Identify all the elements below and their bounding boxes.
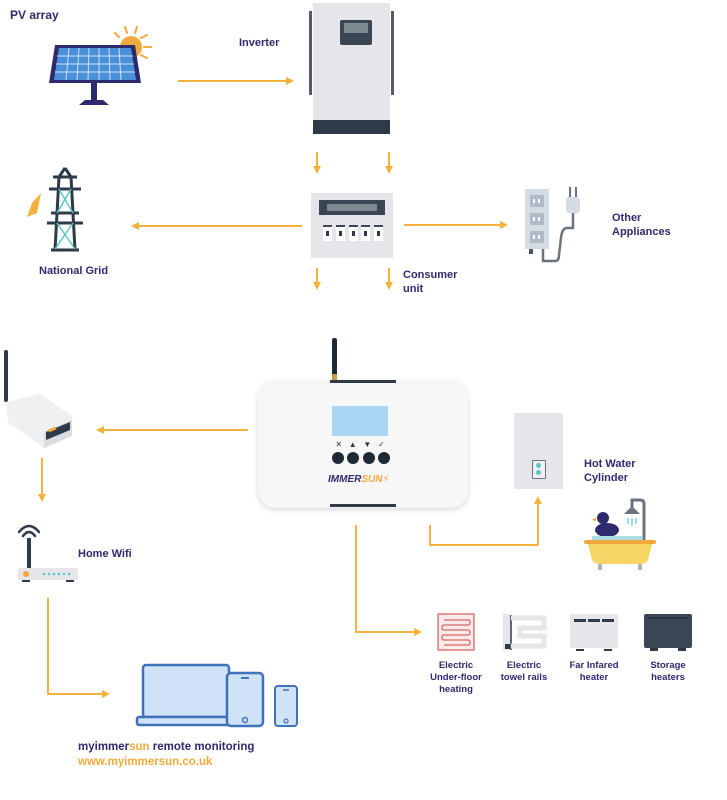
heater-label-line: heating [439,684,473,695]
heater-label-infrared: Far Infared heater [562,660,626,684]
water-cylinder-icon [514,413,563,489]
power-strip-icon [525,187,580,263]
heater-label-storage: Storage heaters [636,660,700,684]
hot-water-label: Hot Water Cylinder [584,457,636,485]
heater-label-line: heater [579,672,609,683]
consumer-unit-label: Consumer unit [403,268,457,296]
consumer-unit-icon [311,193,393,258]
router-icon [17,524,78,582]
bolt-icon: ⚡ [382,474,390,485]
pv-array-label: PV array [10,8,59,22]
up-button-glyph: ▲ [348,440,357,449]
arrow-wifi-to-devices [47,598,110,698]
arrow-immersun-to-cylinder [429,496,542,546]
other-appliances-label-line2: Appliances [612,226,671,238]
infrared-heater-icon [570,614,618,651]
monitoring-title-a: myimmer [78,741,130,753]
other-appliances-label: Other Appliances [612,211,671,239]
solar-panel-icon [49,26,152,105]
pylon-icon [27,167,83,252]
consumer-unit-label-line1: Consumer [403,269,458,281]
monitoring-title-c: remote monitoring [149,741,255,753]
heater-label-line: Electric [438,660,474,671]
national-grid-label: National Grid [39,265,109,277]
storage-heater-icon [644,614,692,651]
home-wifi-label: Home Wifi [78,548,132,560]
inverter-icon [309,3,394,134]
towel-rail-icon [503,614,547,650]
heater-label-line: Electric [506,660,542,671]
heater-label-underfloor: Electric Under-floor heating [424,660,488,696]
down-button-glyph: ▼ [363,440,372,449]
wireless-hub-icon [4,350,72,448]
immersun-controller-icon: ✕ ▲ ▼ ✓ IMMERSUN⚡ [250,338,475,518]
monitoring-title-b: sun [129,741,150,753]
other-appliances-label-line1: Other [612,212,642,224]
heater-label-line: Far Infared [569,660,619,671]
up-button[interactable] [347,452,360,464]
logo-text-a: IMMER [328,474,362,485]
heater-label-line: heaters [651,672,685,683]
heater-label-line: towel rails [500,672,548,683]
heater-label-line: Under-floor [430,672,482,683]
cancel-button-glyph: ✕ [335,440,343,449]
heater-label-towel-rails: Electric towel rails [492,660,556,684]
devices-icon [135,663,298,728]
monitoring-title: myimmersun remote monitoring [78,740,254,754]
heater-label-line: Storage [650,660,686,671]
monitoring-url-link[interactable]: www.myimmersun.co.uk [78,756,213,768]
logo-text-b: SUN [361,474,383,485]
ok-button-glyph: ✓ [377,440,385,449]
down-button[interactable] [362,452,375,464]
cancel-button[interactable] [332,452,344,464]
underfloor-heating-icon [437,613,475,651]
hot-water-label-line2: Cylinder [584,472,629,484]
heaters-group: Electric Under-floor heating Electric to… [430,612,720,702]
arrow-immersun-to-heaters [355,525,422,636]
consumer-unit-label-line2: unit [403,283,424,295]
hot-water-label-line1: Hot Water [584,458,636,470]
ok-button[interactable] [377,452,390,464]
immersun-logo: IMMERSUN⚡ [328,474,390,485]
bathtub-duck-icon [584,498,656,570]
inverter-label: Inverter [239,37,280,49]
